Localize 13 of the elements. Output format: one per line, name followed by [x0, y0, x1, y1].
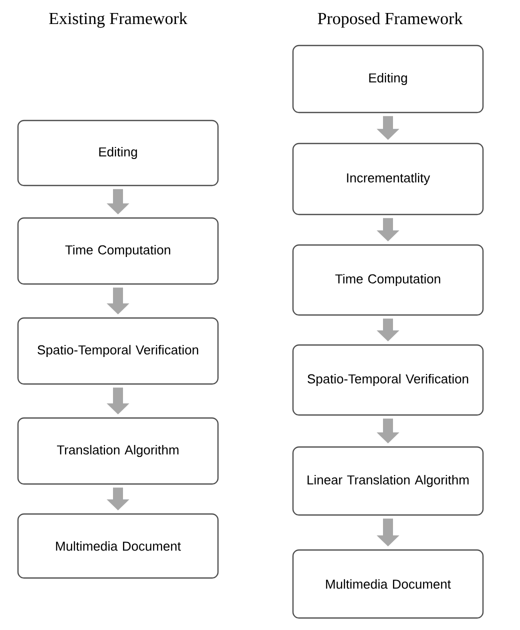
column-heading: Existing Framework	[49, 12, 188, 28]
process-box: Editing	[292, 44, 484, 114]
process-box: Spatio-Temporal Verification	[17, 317, 219, 385]
column-heading: Proposed Framework	[318, 12, 463, 28]
process-box: Multimedia Document	[292, 549, 484, 619]
process-box: Time Computation	[292, 244, 484, 316]
process-box: Translation Algorithm	[17, 417, 219, 485]
process-box: Incrementatlity	[292, 142, 484, 216]
process-box: Editing	[17, 120, 219, 186]
process-box: Linear Translation Algorithm	[292, 446, 484, 516]
process-box: Spatio-Temporal Verification	[292, 344, 484, 416]
process-box: Multimedia Document	[17, 513, 219, 579]
process-box: Time Computation	[17, 217, 219, 285]
